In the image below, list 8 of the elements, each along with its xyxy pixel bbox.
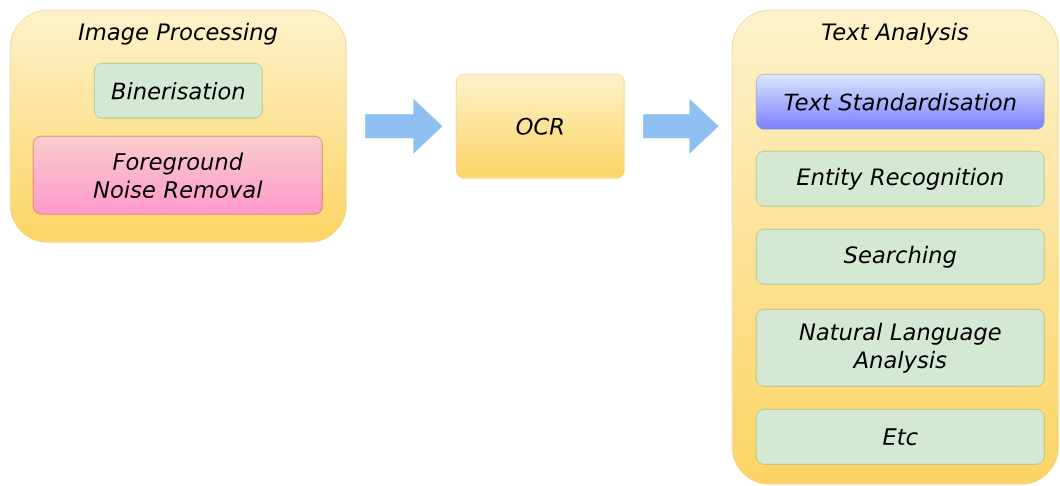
process-box: Etc xyxy=(756,409,1045,465)
process-box: OCR xyxy=(456,74,625,179)
process-box: Foreground Noise Removal xyxy=(33,136,323,215)
process-box: Searching xyxy=(756,229,1045,285)
process-box: Entity Recognition xyxy=(756,151,1045,207)
process-box: Text Standardisation xyxy=(756,74,1045,130)
process-box: Natural Language Analysis xyxy=(756,309,1045,387)
process-box: Binerisation xyxy=(94,63,263,119)
